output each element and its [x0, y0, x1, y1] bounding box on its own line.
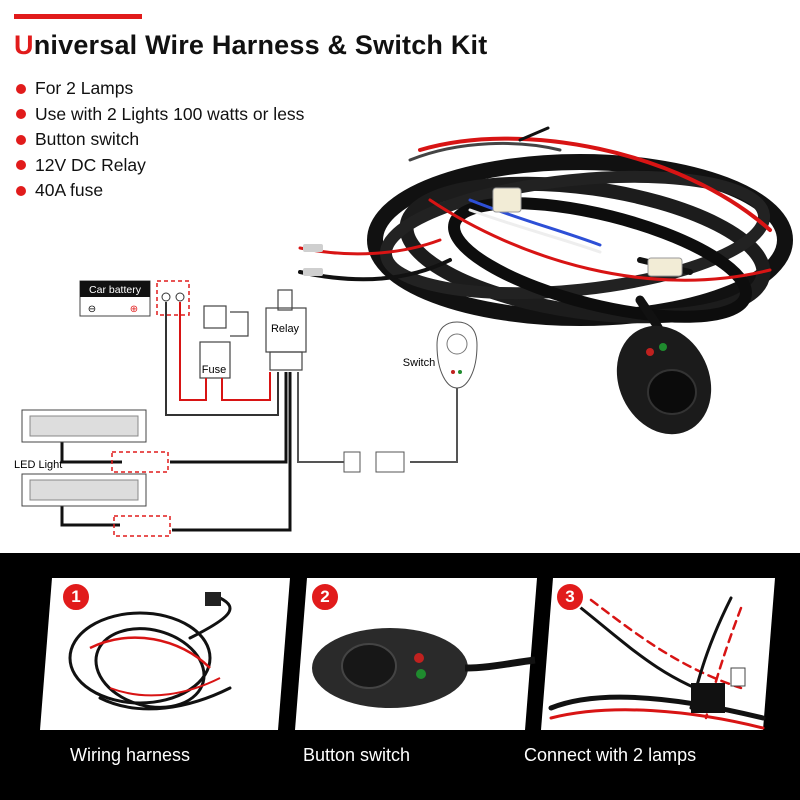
wiring-harness-image	[40, 578, 290, 730]
step-caption: Wiring harness	[70, 745, 191, 765]
feature-item: Use with 2 Lights 100 watts or less	[16, 102, 304, 128]
diagram-wires	[60, 302, 458, 532]
feature-item: 12V DC Relay	[16, 153, 304, 179]
feature-text: 40A fuse	[35, 180, 104, 201]
step-card-button-switch	[295, 578, 537, 730]
title-rest: niversal Wire Harness & Switch Kit	[33, 30, 488, 60]
feature-item: Button switch	[16, 127, 304, 153]
ring-terminal-icon	[161, 292, 171, 302]
step-number-badge: 1	[61, 582, 91, 612]
title-first-letter: U	[14, 30, 34, 60]
feature-text: Use with 2 Lights 100 watts or less	[35, 103, 305, 124]
step-number-badge: 2	[310, 582, 340, 612]
feature-text: For 2 Lamps	[35, 78, 134, 99]
relay	[265, 289, 307, 371]
bullet-icon	[16, 160, 26, 171]
step-caption: Connect with 2 lamps	[524, 745, 697, 765]
car-battery-label: Car battery	[89, 284, 142, 296]
feature-item: For 2 Lamps	[16, 76, 304, 102]
fuse-label: Fuse	[202, 364, 226, 376]
ring-terminal-icon	[175, 292, 185, 302]
battery-negative-icon: ⊖	[88, 304, 96, 315]
feature-text: Button switch	[35, 129, 140, 150]
page-title: Universal Wire Harness & Switch Kit	[14, 30, 487, 61]
bullet-icon	[16, 109, 26, 120]
battery-positive-icon: ⊕	[130, 304, 138, 315]
connector-illustration	[303, 187, 683, 277]
harness-coil-illustration	[298, 126, 793, 365]
bullet-icon	[16, 134, 26, 145]
button-switch-image	[295, 578, 537, 730]
lamp-connector-box	[111, 451, 169, 473]
led-light-label: LED Light	[14, 459, 62, 471]
step-card-connect-lamps	[541, 578, 775, 730]
step-card-wiring-harness	[40, 578, 290, 730]
title-accent-bar	[14, 14, 142, 19]
car-battery: Car battery ⊖ ⊕	[79, 280, 151, 317]
steps-panel: 1 2 3 Wiring harness Button switch Conne…	[0, 553, 800, 800]
feature-item: 40A fuse	[16, 178, 304, 204]
step-number-badge: 3	[555, 582, 585, 612]
feature-list: For 2 Lamps Use with 2 Lights 100 watts …	[16, 76, 304, 204]
wire-connector	[343, 451, 405, 473]
led-light-bar	[21, 473, 147, 507]
led-light-bar	[21, 409, 147, 443]
switch-diagram	[436, 321, 478, 389]
battery-terminals-box	[156, 280, 190, 316]
bullet-icon	[16, 83, 26, 94]
relay-label: Relay	[271, 323, 300, 335]
switch-label: Switch	[403, 357, 435, 369]
connect-lamps-image	[541, 578, 775, 730]
step-caption: Button switch	[303, 745, 411, 765]
button-switch-illustration	[616, 325, 712, 435]
wiring-diagram: Car battery ⊖ ⊕ Fuse Relay Switch	[14, 126, 793, 537]
feature-text: 12V DC Relay	[35, 154, 146, 175]
bullet-icon	[16, 185, 26, 196]
lamp-connector-box	[113, 515, 171, 537]
fuse-holder	[199, 305, 249, 379]
